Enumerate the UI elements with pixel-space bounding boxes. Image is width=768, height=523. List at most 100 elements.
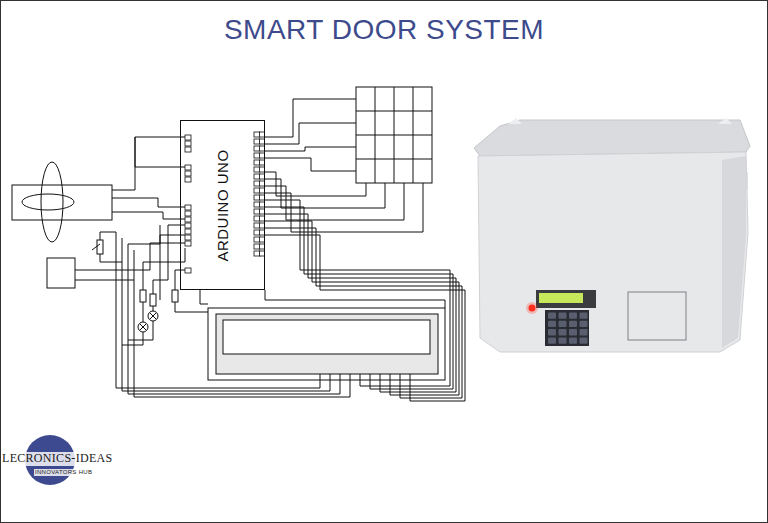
wire <box>265 99 356 137</box>
motor-coil <box>41 162 63 242</box>
header-pin <box>260 160 265 165</box>
door-flap <box>628 292 686 340</box>
wire <box>153 306 154 311</box>
buzzer <box>47 258 75 288</box>
wire <box>75 280 134 281</box>
key <box>559 313 567 319</box>
wire <box>100 254 122 262</box>
key <box>559 337 567 343</box>
key <box>569 321 577 327</box>
lid-tab <box>718 118 732 124</box>
wire <box>265 290 445 308</box>
key <box>548 321 556 327</box>
key <box>580 329 588 335</box>
wire <box>265 172 366 196</box>
led-symbol <box>150 313 156 319</box>
wire <box>128 321 153 340</box>
header-pin <box>185 141 191 146</box>
lcd-module <box>216 314 438 374</box>
key <box>548 337 556 343</box>
device-photo <box>474 118 750 352</box>
header-pin <box>260 223 265 228</box>
wire <box>265 158 356 171</box>
logo-text: LECRONICS-IDEAS <box>1 452 114 466</box>
header-pin <box>185 147 191 152</box>
wire <box>160 225 161 300</box>
title: SMART DOOR SYSTEM <box>0 14 768 46</box>
header-pin <box>260 167 265 172</box>
board-label: ARDUINO UNO <box>214 149 231 261</box>
header-pin <box>260 237 265 242</box>
header-pin <box>260 153 265 158</box>
key <box>548 329 556 335</box>
header-pin <box>185 229 191 234</box>
lid-tab <box>508 118 522 124</box>
header-pin <box>260 181 265 186</box>
wire <box>143 302 144 322</box>
keypad-grid <box>356 87 432 183</box>
header-pin <box>260 174 265 179</box>
key <box>559 329 567 335</box>
header-pin <box>185 205 191 210</box>
arduino-pins <box>185 132 265 273</box>
wire <box>112 212 185 219</box>
header-pin <box>260 251 265 256</box>
header-pin <box>260 139 265 144</box>
keypad-keys <box>548 313 588 344</box>
header-pin <box>185 171 191 176</box>
key <box>548 313 556 319</box>
wire <box>265 147 356 151</box>
potentiometer-wiper <box>92 244 100 250</box>
key <box>580 337 588 343</box>
motor-coil <box>22 194 74 210</box>
led-symbol <box>148 311 158 321</box>
resistor-symbol <box>172 290 178 302</box>
wire <box>265 123 356 144</box>
keypad-photo <box>545 310 589 346</box>
header-pin <box>185 177 191 182</box>
logo-tagline: INNOVATORS HUB <box>34 469 93 476</box>
header-pin <box>260 244 265 249</box>
header-pin <box>260 195 265 200</box>
wire <box>112 198 185 207</box>
key <box>569 337 577 343</box>
device-body <box>478 152 748 352</box>
header-pin <box>185 165 191 170</box>
lcd-lit <box>539 293 583 303</box>
header-pin <box>260 202 265 207</box>
header-pin <box>185 235 191 240</box>
wire <box>143 248 185 290</box>
wire <box>122 332 143 345</box>
led-symbol <box>140 324 146 330</box>
led-glow <box>526 302 538 314</box>
header-pin <box>260 188 265 193</box>
led-symbol <box>138 322 148 332</box>
header-pin <box>185 223 191 228</box>
key <box>569 313 577 319</box>
lcd-frame <box>208 308 445 380</box>
device-side <box>722 156 746 348</box>
lcd-bezel <box>536 290 596 308</box>
header-pin <box>260 132 265 137</box>
key <box>580 321 588 327</box>
device-lid <box>474 120 750 156</box>
wire <box>112 137 185 190</box>
header-pin <box>185 211 191 216</box>
schematic-parts <box>12 87 445 380</box>
key <box>580 313 588 319</box>
lcd-screen <box>223 320 430 354</box>
wire <box>135 137 185 167</box>
header-pin <box>185 268 191 273</box>
wire <box>100 232 116 240</box>
resistor-symbol <box>150 294 156 306</box>
header-pin <box>185 135 191 140</box>
header-pin <box>185 241 191 246</box>
key <box>569 329 577 335</box>
header-pin <box>260 146 265 151</box>
potentiometer <box>97 240 103 254</box>
header-pin <box>185 217 191 222</box>
resistor-symbol <box>140 290 146 302</box>
